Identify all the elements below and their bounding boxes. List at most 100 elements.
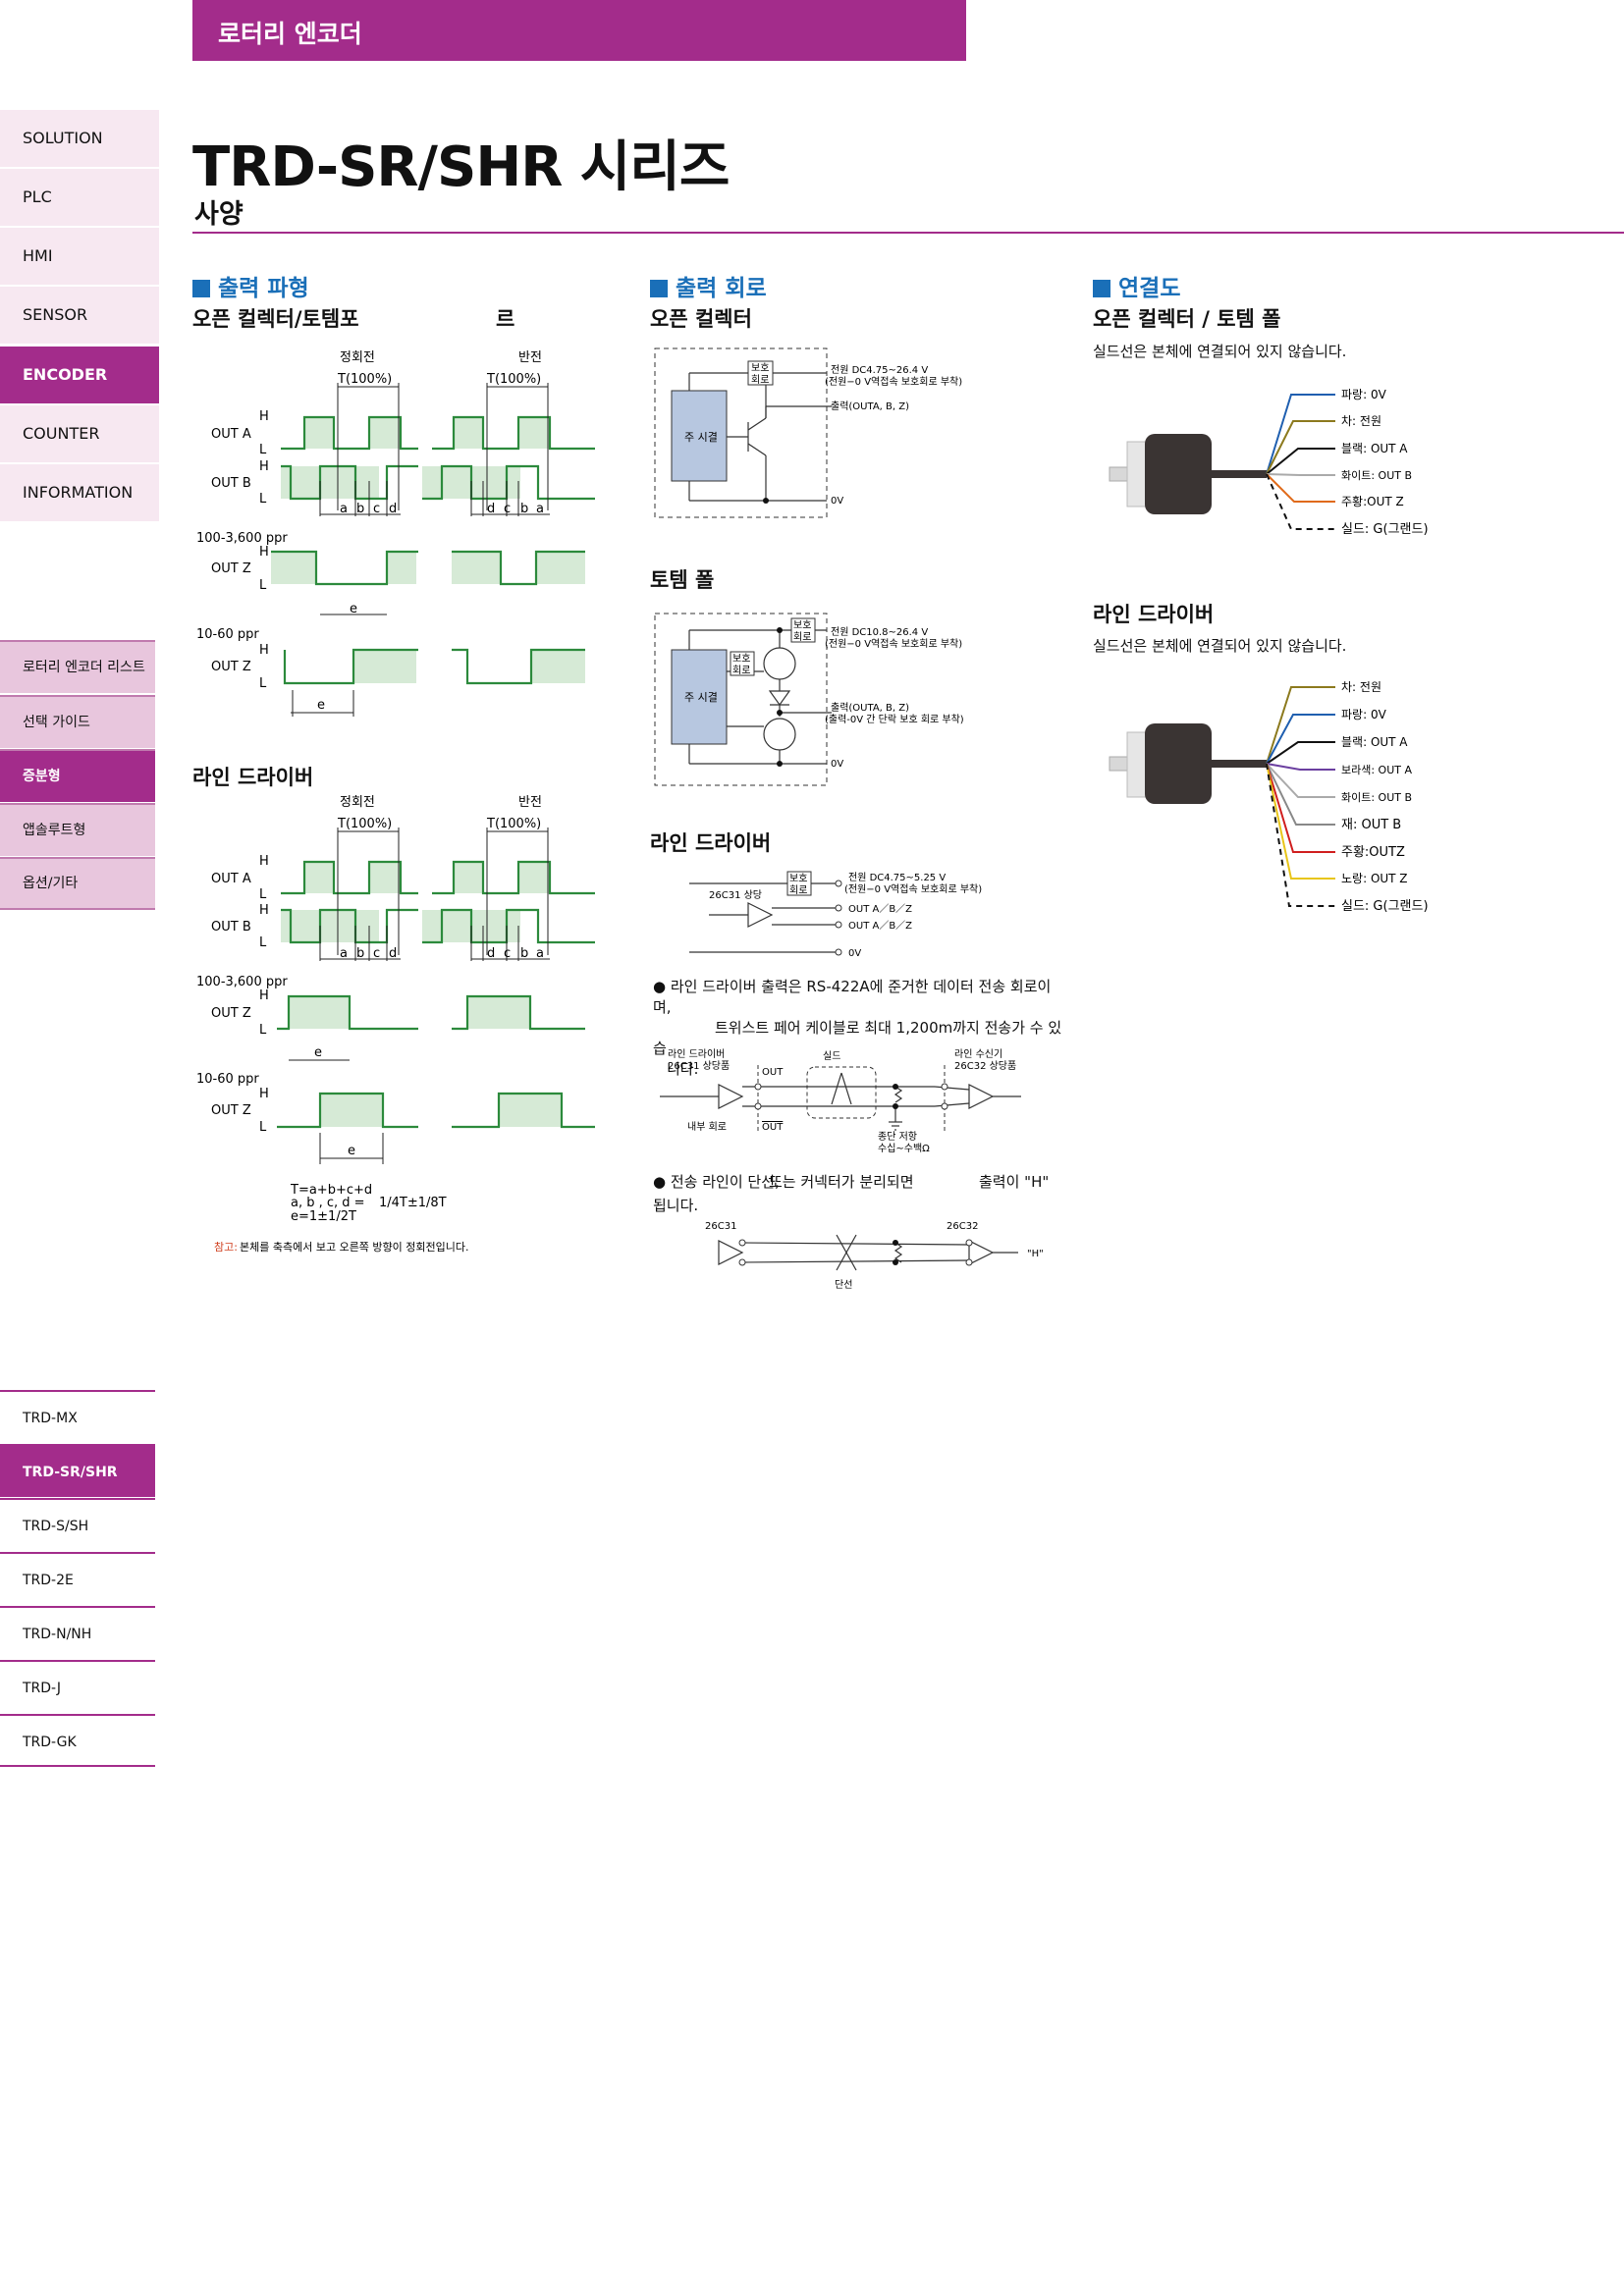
main-circuit-label: 주 시결 <box>684 691 718 704</box>
nav-trd-j[interactable]: TRD-J <box>0 1660 155 1713</box>
protect-label: 회로 <box>732 665 750 676</box>
out-label: OUT <box>762 1067 784 1078</box>
phase-d: d <box>487 502 495 516</box>
inner-circuit-label: 내부 회로 <box>687 1121 727 1133</box>
phase-b: b <box>356 946 364 961</box>
outa-label: OUT A <box>211 427 251 442</box>
nav-counter[interactable]: COUNTER <box>0 405 159 462</box>
outz-label: OUT Z <box>211 561 251 576</box>
line-driver-wave-title: 라인 드라이버 <box>192 766 314 789</box>
ld-out-label: OUT A／B／Z <box>848 903 912 915</box>
nav-trd-mx[interactable]: TRD-MX <box>0 1390 155 1443</box>
ppr-label-low: 10-60 ppr <box>196 1072 259 1087</box>
ld-note-line2: 트위스트 페어 케이블로 최대 1,200m까지 전송가 수 있습 <box>653 1019 1062 1057</box>
wire-label: 재: OUT B <box>1341 818 1401 832</box>
phase-a: a <box>340 502 348 516</box>
period-label-fwd: T(100%) <box>337 372 392 387</box>
phase-a: a <box>340 946 348 961</box>
l-label: L <box>259 676 267 691</box>
h-label: H <box>259 854 269 869</box>
phase-b: b <box>520 946 528 961</box>
nav-trd-n-nh[interactable]: TRD-N/NH <box>0 1606 155 1659</box>
ppr-label-low: 10-60 ppr <box>196 627 259 642</box>
wire-label: 보라색: OUT A <box>1341 764 1412 776</box>
zero-v-label: 0V <box>831 496 843 507</box>
square-bullet-icon <box>192 280 210 297</box>
ld-chip-label: 26C31 상당 <box>709 889 762 901</box>
l-label: L <box>259 1023 267 1038</box>
nav-plc[interactable]: PLC <box>0 169 159 226</box>
nav-trd-sr-shr[interactable]: TRD-SR/SHR <box>0 1444 155 1497</box>
bullet-icon: ● <box>653 978 667 995</box>
break-note-4: 됩니다. <box>653 1197 699 1214</box>
shield-label: 실드 <box>823 1050 840 1062</box>
nav-options[interactable]: 옵션/기타 <box>0 857 155 910</box>
ld-label: 라인 드라이버 <box>668 1048 725 1060</box>
tp-output-label: 출력(OUTA, B, Z) <box>831 702 909 714</box>
h-label: H <box>259 643 269 658</box>
driver-chip-label: 26C31 <box>705 1221 736 1232</box>
nav-incremental[interactable]: 증분형 <box>0 749 155 802</box>
nav-absolute[interactable]: 앱솔루트형 <box>0 803 155 856</box>
protect-label: 회로 <box>793 631 811 643</box>
junction-dot <box>893 1103 898 1109</box>
nav-information[interactable]: INFORMATION <box>0 464 159 521</box>
h-label: H <box>259 409 269 424</box>
h-label: H <box>259 988 269 1003</box>
junction-dot <box>893 1084 898 1090</box>
protect-label: 보호 <box>751 362 769 374</box>
nav-sensor[interactable]: SENSOR <box>0 287 159 344</box>
bullet-icon: ● <box>653 1173 667 1191</box>
formula-period: T=a+b+c+d <box>290 1183 372 1198</box>
h-output-label: "H" <box>1027 1249 1044 1259</box>
wire-label: 차: 전원 <box>1341 680 1381 694</box>
wire-label: 블랙: OUT A <box>1341 735 1408 749</box>
square-bullet-icon <box>1093 280 1110 297</box>
l-label: L <box>259 1120 267 1135</box>
nav-hmi[interactable]: HMI <box>0 228 159 285</box>
page-title: TRD-SR/SHR 시리즈 <box>192 135 730 199</box>
junction-dot <box>763 498 769 504</box>
nav-encoder-list[interactable]: 로터리 엔코더 리스트 <box>0 640 155 693</box>
ld-wiring-diagram: 차: 전원 파랑: 0V 블랙: OUT A 보라색: OUT A 화이트: O… <box>1109 680 1429 914</box>
nav-encoder[interactable]: ENCODER <box>0 347 159 403</box>
nav-trd-s-sh[interactable]: TRD-S/SH <box>0 1498 155 1551</box>
e-label: e <box>317 698 325 713</box>
category-banner: 로터리 엔코더 <box>192 0 966 61</box>
protect-label: 보호 <box>789 873 807 884</box>
nav-solution[interactable]: SOLUTION <box>0 110 159 167</box>
l-label: L <box>259 887 267 902</box>
wire-label: 실드: G(그랜드) <box>1341 522 1429 537</box>
nav-trd-gk[interactable]: TRD-GK <box>0 1714 155 1767</box>
forward-label: 정회전 <box>340 350 375 365</box>
wire-label: 주황:OUT Z <box>1341 495 1404 508</box>
oc-output-label: 출력(OUTA, B, Z) <box>831 400 909 412</box>
period-label-fwd: T(100%) <box>337 817 392 831</box>
ld-circuit-diagram: 보호 회로 26C31 상당 전원 DC4.75~5.25 V (전원−0 V역… <box>689 871 982 959</box>
nav-selection-guide[interactable]: 선택 가이드 <box>0 695 155 748</box>
outz-label: OUT Z <box>211 1006 251 1021</box>
ld-waveform-diagram: 정회전 반전 T(100%) T(100%) H OUT A L H OUT B… <box>196 795 595 1254</box>
rx-label: 라인 수신기 <box>954 1048 1002 1060</box>
terminator-note: 수십~수백Ω <box>878 1143 930 1154</box>
oc-wiring-note: 실드선은 본체에 연결되어 있지 않습니다. <box>1093 343 1347 360</box>
e-label: e <box>314 1045 322 1060</box>
junction-dot <box>777 627 783 633</box>
nav-trd-2e[interactable]: TRD-2E <box>0 1552 155 1605</box>
outb-label: OUT B <box>211 920 251 934</box>
zero-v-label: 0V <box>831 759 843 770</box>
transmission-diagram: 라인 드라이버 26C31 상당품 OUT OUT 실드 라인 수신기 26C3… <box>660 1048 1021 1154</box>
l-label: L <box>259 935 267 950</box>
ld-power-label: 전원 DC4.75~5.25 V <box>848 872 946 883</box>
wire-label: 블랙: OUT A <box>1341 442 1408 455</box>
receiver-chip-label: 26C32 <box>947 1221 978 1232</box>
oc-power-note: (전원−0 V역접속 보호회로 부착) <box>825 376 962 388</box>
phase-d: d <box>389 502 397 516</box>
section-wiring: 연결도 <box>1093 269 1180 302</box>
outz-label: OUT Z <box>211 660 251 674</box>
main-circuit-label: 주 시결 <box>684 431 718 444</box>
oc-totem-title-tail: 르 <box>496 307 515 331</box>
tp-power-label: 전원 DC10.8~26.4 V <box>831 626 928 638</box>
phase-a: a <box>536 502 544 516</box>
wire-label: 파랑: 0V <box>1341 708 1387 721</box>
